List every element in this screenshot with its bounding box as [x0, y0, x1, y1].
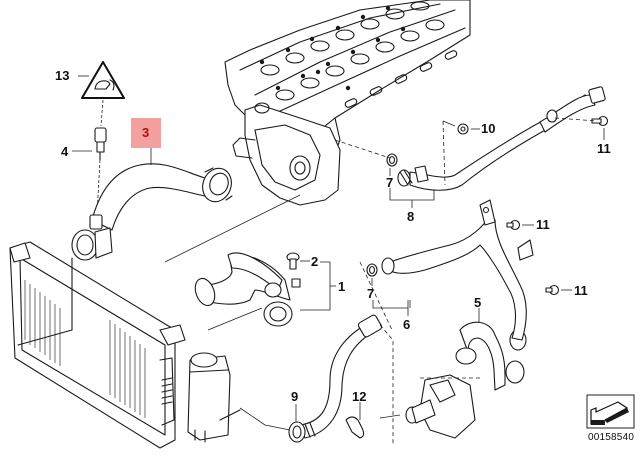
bolt [591, 115, 609, 127]
callout-1[interactable]: 1 [338, 279, 346, 294]
warning-triangle-icon [81, 61, 125, 99]
water-pump [405, 374, 482, 439]
screw [286, 252, 300, 270]
callout-6[interactable]: 6 [403, 317, 411, 332]
upper-radiator-hose [71, 163, 233, 261]
o-ring [386, 153, 398, 167]
expansion-tank [187, 352, 241, 443]
callout-13[interactable]: 13 [55, 68, 70, 83]
callout-9[interactable]: 9 [291, 389, 299, 404]
nut [457, 123, 469, 135]
lower-radiator-hose [194, 252, 301, 327]
callout-2[interactable]: 2 [311, 254, 319, 269]
expansion-tank-hose [288, 314, 383, 443]
callout-10[interactable]: 10 [481, 121, 496, 136]
bolt [506, 219, 521, 231]
o-ring [366, 263, 378, 277]
callout-11[interactable]: 11 [597, 141, 611, 156]
radiator [9, 241, 186, 449]
callout-8[interactable]: 8 [407, 209, 415, 224]
callout-3[interactable]: 3 [142, 125, 150, 140]
engine-cylinder-head [224, 0, 471, 206]
corner-arrow-icon [586, 394, 635, 429]
document-number: 00158540 [588, 432, 635, 443]
callout-11[interactable]: 11 [536, 217, 550, 232]
callout-7[interactable]: 7 [367, 286, 375, 301]
callout-4[interactable]: 4 [61, 144, 69, 159]
coolant-pipe-upper [397, 86, 606, 191]
bolt [545, 284, 560, 296]
callout-12[interactable]: 12 [352, 389, 367, 404]
selected-callout-highlight [131, 118, 161, 148]
callout-5[interactable]: 5 [474, 295, 482, 310]
coolant-pipe-lower [381, 199, 534, 341]
temperature-sensor [94, 127, 107, 161]
callout-7[interactable]: 7 [386, 175, 394, 190]
hose-clip [345, 416, 365, 439]
callout-11[interactable]: 11 [574, 283, 588, 298]
